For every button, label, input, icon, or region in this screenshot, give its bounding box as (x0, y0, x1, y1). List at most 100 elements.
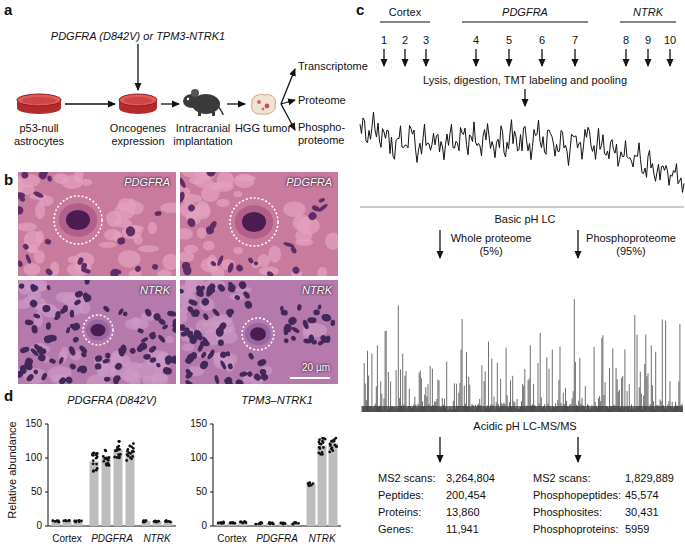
cell-body (86, 320, 110, 341)
spectrum-peak (681, 405, 682, 412)
cytoplasm-patch (197, 227, 206, 238)
spectrum-peak (650, 404, 651, 412)
spectrum-peak (466, 352, 467, 412)
histology-tile: PDGFRA (18, 172, 176, 276)
nucleus (40, 372, 48, 381)
nucleus (184, 371, 194, 380)
axis-tick (45, 458, 48, 459)
nucleus (302, 319, 310, 330)
spectrum-peak (451, 409, 452, 412)
spectrum-peak (660, 400, 661, 413)
nucleus (19, 346, 30, 354)
tick-label: 0 (201, 520, 207, 532)
data-dot (330, 440, 333, 443)
spectrum-peak (428, 384, 429, 412)
spectrum-peak (642, 409, 643, 412)
data-dot (92, 462, 95, 465)
table-value: 45,574 (625, 489, 659, 502)
cytoplasm-patch (317, 267, 327, 276)
panel-letter: a (4, 1, 12, 19)
nucleus (219, 360, 227, 370)
histology-tile: NTRK (18, 280, 176, 384)
cytoplasm-patch (325, 233, 338, 251)
spectrum-peak (424, 395, 425, 412)
nucleus (157, 317, 166, 326)
spectrum-peak (557, 400, 558, 412)
tumor-icon-picture (248, 92, 278, 116)
cytoplasm-patch (148, 222, 157, 234)
nucleus (200, 297, 210, 307)
spectrum-peak (496, 402, 497, 412)
spectrum-peak (629, 384, 630, 412)
nucleus (83, 293, 88, 300)
spectrum-peak (668, 401, 669, 412)
cytoplasm-patch (99, 242, 117, 248)
spectrum-peak (431, 406, 432, 412)
nucleus (80, 365, 88, 373)
data-dot (334, 444, 337, 447)
flow-arrow (475, 49, 476, 66)
dish-medium (124, 97, 152, 104)
spectrum-peak (552, 350, 553, 413)
nucleus (184, 357, 192, 365)
flow-arrow (647, 49, 648, 66)
petri-dish-picture (118, 92, 158, 116)
nucleus (187, 203, 197, 213)
spectrum-peak (432, 369, 433, 412)
nucleus (24, 319, 33, 326)
nucleus (219, 351, 227, 359)
flow-arrow (281, 69, 295, 104)
chart-title: PDGFRA (D842V) (67, 394, 156, 407)
data-dot (329, 444, 332, 447)
spectrum-peak (597, 409, 598, 413)
spectrum-peak (484, 381, 485, 412)
nucleus (325, 335, 331, 343)
data-dot (125, 459, 128, 462)
cytoplasm-patch (87, 374, 111, 384)
spectrum-peak (463, 406, 464, 412)
data-dot (68, 519, 71, 522)
nucleus (70, 310, 75, 318)
nucleus (112, 268, 122, 275)
data-dot (295, 522, 298, 525)
nucleus (22, 243, 30, 251)
spectrum-peak (583, 405, 584, 412)
nucleus (227, 284, 236, 293)
spectrum-peak (468, 377, 469, 412)
spectrum-peak (584, 407, 585, 412)
nucleus (31, 324, 38, 333)
spectrum-peak (406, 371, 407, 412)
tumor-spot (262, 108, 265, 111)
spectrum-peak (524, 369, 525, 412)
spectrum-peak (455, 409, 456, 412)
cytoplasm-patch (18, 299, 31, 309)
sample-number: 5 (506, 34, 512, 47)
spectrum-peak (573, 391, 574, 412)
spectrum-peak (530, 345, 531, 412)
cytoplasm-patch (180, 284, 193, 298)
tissue-ground (180, 280, 338, 384)
cell-body (245, 323, 271, 345)
nucleus (318, 197, 326, 203)
cytoplasm-patch (230, 293, 245, 300)
nucleus (38, 348, 48, 356)
cytoplasm-patch (182, 344, 194, 352)
table-key: Phosphopeptides: (533, 489, 621, 502)
spectrum-peak (553, 407, 554, 412)
spectrum-peak (498, 404, 499, 412)
nucleus (283, 337, 290, 344)
spectrum-peak (624, 349, 625, 412)
cytoplasm-patch (216, 199, 229, 207)
spectrum-peak (659, 406, 660, 412)
data-dot (92, 470, 95, 473)
spectrum-peak (652, 385, 653, 412)
spectrum-peak (547, 403, 548, 412)
axis-tick (210, 458, 213, 459)
data-dot (102, 455, 105, 458)
data-dot (144, 520, 147, 523)
step-label: HGG tumor (235, 122, 291, 135)
flow-arrow (577, 230, 578, 258)
group-line (620, 21, 676, 22)
nucleus (330, 320, 335, 327)
dish-top (17, 94, 61, 106)
